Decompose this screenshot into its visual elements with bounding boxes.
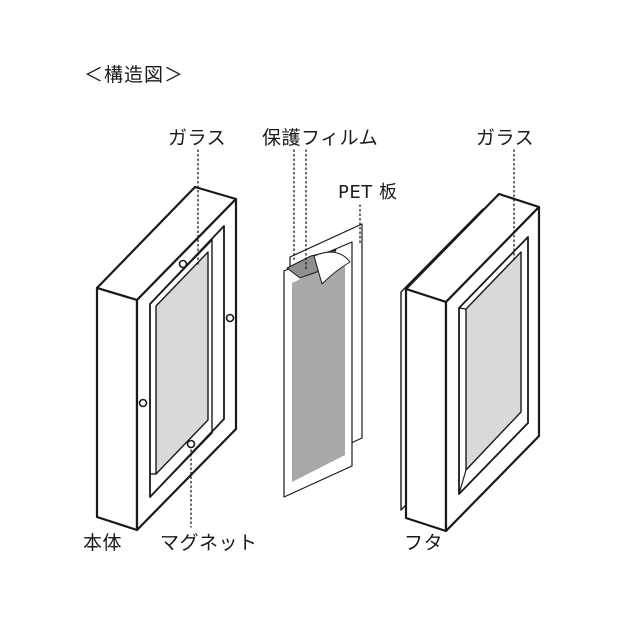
label-magnet: マグネット: [160, 532, 258, 554]
lid-glass: [465, 251, 522, 471]
label-protective-film: 保護フィルム: [262, 127, 379, 149]
label-glass-right: ガラス: [476, 127, 535, 149]
diagram-title: ＜構造図＞: [84, 64, 185, 86]
body-glass: [155, 251, 209, 475]
label-glass-left: ガラス: [168, 127, 227, 149]
label-lid: フタ: [404, 532, 444, 554]
leader-lines: [190, 149, 515, 528]
magnet-right: [225, 313, 235, 323]
film-grey-area: [292, 258, 345, 482]
label-pet-board: PET 板: [338, 182, 398, 203]
label-body: 本体: [83, 532, 123, 554]
magnet-top: [178, 259, 188, 269]
magnet-left: [138, 398, 148, 408]
magnet-dots: [138, 259, 235, 449]
body-recess-edge: [149, 238, 213, 408]
film-peel-flap: [313, 251, 351, 285]
magnet-bottom: [186, 439, 196, 449]
body-recess-edge-2: [149, 408, 213, 498]
